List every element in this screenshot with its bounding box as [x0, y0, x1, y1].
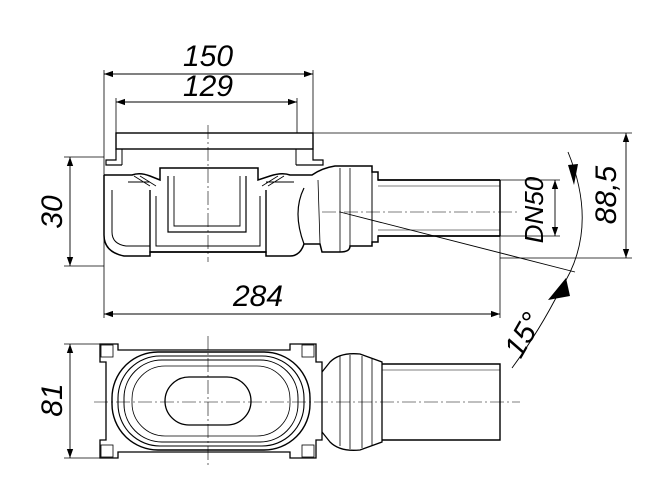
dim-150-label: 150: [183, 40, 233, 73]
dim-15-label: 15°: [498, 307, 549, 363]
grate-frame: [105, 132, 324, 166]
dim-129-label: 129: [183, 70, 233, 103]
base-plate: [99, 343, 323, 459]
center-lines: [207, 125, 576, 273]
dimension-lines: [66, 70, 630, 369]
plan-view: 81: [36, 336, 520, 466]
drain-body: [103, 165, 501, 257]
dim-88-5-label: 88,5: [590, 165, 623, 224]
extension-lines: [64, 70, 632, 318]
dim-81-label: 81: [36, 383, 69, 416]
side-view: 150 129 284 30 88,5 DN50 15°: [36, 40, 632, 369]
dim-30-label: 30: [36, 195, 69, 229]
dim-dn50-label: DN50: [519, 176, 549, 243]
dimension-texts: 150 129 284 30 88,5 DN50 15°: [36, 40, 623, 363]
dim-284-label: 284: [232, 280, 283, 313]
